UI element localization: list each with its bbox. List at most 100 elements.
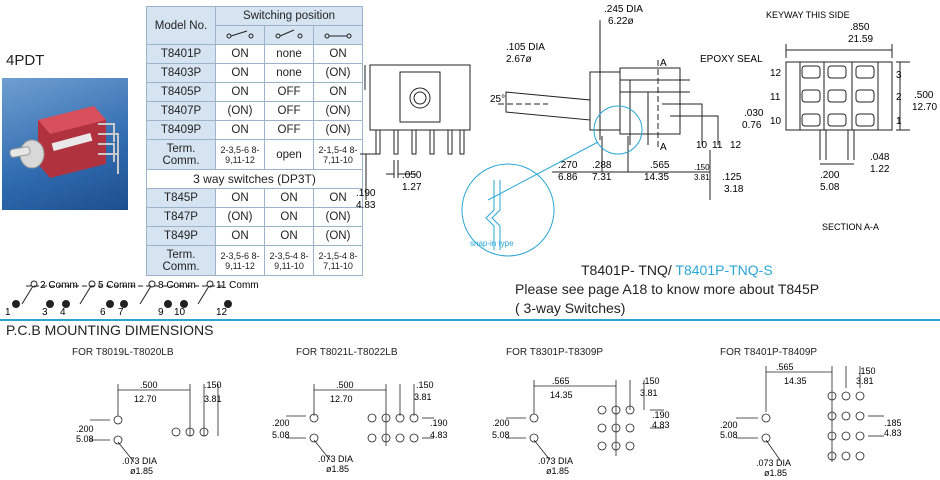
svg-text:.200: .200 [76,424,94,434]
svg-text:.073 DIA: .073 DIA [538,456,573,466]
svg-text:.150: .150 [642,376,660,386]
header-switching: Switching position [215,6,363,26]
dim-label: .245 DIA [604,4,643,15]
pcb-layout-4: .565 14.35 .150 3.81 .200 5.08 .185 4.83… [720,362,902,478]
front-view-drawing: .105 DIA 2.67ø 25° .245 DIA 6.22ø EPOXY … [461,4,764,257]
dim-label: 2.67ø [506,54,532,65]
pin-label: 9 [158,307,164,318]
pcb-block-title: FOR T8401P-T8409P [720,347,818,358]
pin-label: 6 [100,307,106,318]
pin-label: 2 [896,92,902,103]
pin-label: 3 [896,70,902,81]
side-view-drawing: .190 4.83 .050 1.27 [356,64,471,211]
svg-text:5.08: 5.08 [492,430,510,440]
svg-text:.073 DIA: .073 DIA [318,454,353,464]
section-caption: SECTION A-A [822,222,879,232]
dim-label: 5.08 [820,182,840,193]
dim-label: .125 [722,172,742,183]
svg-text:.150: .150 [204,380,222,390]
dim-label: 14.35 [644,172,669,183]
pcb-title: P.C.B MOUNTING DIMENSIONS [6,322,214,338]
pin-dot [164,300,172,308]
svg-text:3.81: 3.81 [640,388,658,398]
pcb-block-title: FOR T8021L-T8022LB [296,347,398,358]
svg-text:.565: .565 [776,362,794,372]
dim-label: 1.27 [402,182,422,193]
dim-label: 1.22 [870,164,890,175]
pin-label: 11 [770,92,781,103]
pin-dot [62,300,70,308]
series-title: T8401P- TNQ/ T8401P-TNQ-S [581,262,773,278]
pin-dot [120,300,128,308]
svg-text:.190: .190 [652,410,670,420]
dim-label: 3.18 [724,184,744,195]
pos-icon-right [313,25,363,45]
svg-text:12.70: 12.70 [134,394,157,404]
toggle-switch-image [9,106,119,178]
section-view-drawing: KEYWAY THIS SIDE .850 21.59 12 11 10 3 2… [766,10,937,232]
section-divider [0,319,940,321]
svg-text:.185: .185 [884,418,902,428]
pcb-layout-1: .500 12.70 .150 3.81 .200 5.08 .073 DIA … [76,380,222,476]
series-title-blue: T8401P-TNQ-S [675,262,773,278]
angle-label: 25° [490,94,505,105]
note-line-1: Please see page A18 to know more about T… [515,281,820,297]
svg-text:.200: .200 [720,420,738,430]
product-type-label: 4PDT [6,52,45,69]
pin-dot [106,300,114,308]
table-row: T847P(ON)ON(ON) [146,207,363,227]
dim-label: 3.81 [694,173,710,182]
snap-in-label: snap-in type [470,239,514,248]
pin-label: 10 [696,140,708,151]
svg-text:4.83: 4.83 [652,420,670,430]
dim-label: 0.76 [742,120,762,131]
pin-label: 11 [712,140,723,151]
dim-label: .150 [694,163,710,172]
product-photo [2,78,128,210]
dim-label: .050 [402,170,422,181]
svg-text:ø1.85: ø1.85 [130,466,153,476]
svg-text:3.81: 3.81 [204,394,222,404]
table-row: T8407P(ON)OFF(ON) [146,101,363,121]
svg-text:14.35: 14.35 [550,390,573,400]
dim-label: .190 [356,188,376,199]
pin-label: 1 [5,307,11,318]
svg-text:5.08: 5.08 [272,430,290,440]
svg-text:.200: .200 [272,418,290,428]
pin-dot [12,300,20,308]
pin-label: 12 [770,68,782,79]
svg-text:.200: .200 [492,418,510,428]
schematic-diagram: 2 Comm 5 Comm 8 Comm 11 Comm 1 3 4 6 7 9… [5,280,259,318]
svg-text:4.83: 4.83 [884,428,902,438]
svg-text:.073 DIA: .073 DIA [122,456,157,466]
pin-label: 1 [896,116,902,127]
section-mark: A [660,142,667,153]
section-mark: A [660,58,667,69]
dim-label: 21.59 [848,34,873,45]
pos-icon-center [264,25,314,45]
svg-text:5.08: 5.08 [76,434,94,444]
header-model: Model No. [146,6,216,45]
dim-label: .200 [820,170,840,181]
comm-label: 8 Comm [158,280,196,291]
section-row: 3 way switches (DP3T) [146,169,363,189]
svg-text:4.83: 4.83 [430,430,448,440]
svg-text:12.70: 12.70 [330,394,353,404]
dim-label: 4.83 [356,200,376,211]
dim-label: .500 [914,90,934,101]
pcb-layout-3: .565 14.35 .150 3.81 .200 5.08 .190 4.83… [492,376,670,476]
svg-text:3.81: 3.81 [414,392,432,402]
dim-label: .565 [650,160,670,171]
pcb-block-title: FOR T8301P-T8309P [506,347,604,358]
svg-text:.073 DIA: .073 DIA [756,458,791,468]
svg-text:.150: .150 [416,380,434,390]
svg-text:14.35: 14.35 [784,376,807,386]
comm-label: 5 Comm [98,280,136,291]
